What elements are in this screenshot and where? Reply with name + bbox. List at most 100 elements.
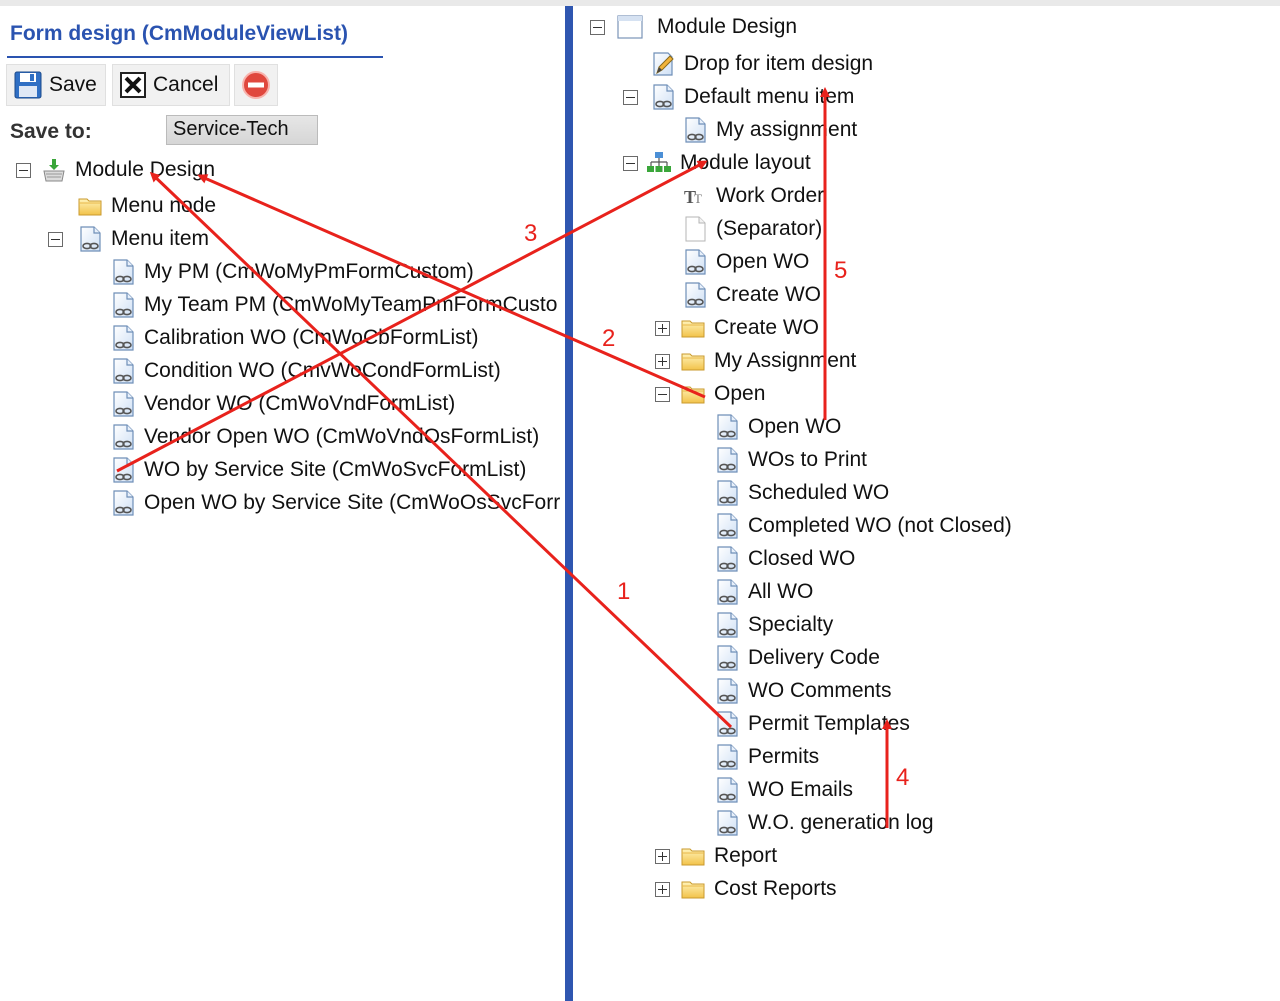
page-link-icon <box>682 249 708 275</box>
tree-node-label: Drop for item design <box>684 52 874 75</box>
tree-node-module-design[interactable]: Module Design <box>590 12 797 42</box>
pane-divider[interactable] <box>565 6 573 1001</box>
cancel-button[interactable]: Cancel <box>112 64 230 106</box>
tree-node-module-layout[interactable]: Module layout <box>623 148 811 178</box>
text-tt-icon <box>682 183 708 209</box>
tree-folder-cost-reports[interactable]: Cost Reports <box>655 874 837 904</box>
page-link-icon <box>714 579 740 605</box>
folder-icon <box>680 843 706 869</box>
pencil-edit-icon <box>650 51 676 77</box>
tree-leaf[interactable]: Calibration WO (CmWoCbFormList) <box>110 323 479 353</box>
tree-leaf[interactable]: My PM (CmWoMyPmFormCustom) <box>110 257 474 287</box>
tree-folder-open[interactable]: Open <box>655 379 765 409</box>
tree-node-label: Report <box>714 844 778 867</box>
page-link-icon <box>714 447 740 473</box>
tree-leaf[interactable]: Scheduled WO <box>714 478 889 508</box>
tree-node-drop-item[interactable]: Drop for item design <box>650 49 873 79</box>
tree-leaf[interactable]: WOs to Print <box>714 445 867 475</box>
tree-node-label: Create WO <box>714 316 820 339</box>
tree-leaf[interactable]: Vendor WO (CmWoVndFormList) <box>110 389 455 419</box>
tree-node-default-menu-item[interactable]: Default menu item <box>623 82 854 112</box>
tree-folder-report[interactable]: Report <box>655 841 777 871</box>
collapse-toggle[interactable] <box>16 162 31 178</box>
tree-leaf-label: My Team PM (CmWoMyTeamPmFormCusto <box>144 293 558 316</box>
tree-leaf-label: Permits <box>748 745 820 768</box>
tree-leaf[interactable]: Closed WO <box>714 544 855 574</box>
folder-icon <box>77 193 103 219</box>
tree-node-label: Default menu item <box>684 85 855 108</box>
save-label: Save <box>49 73 97 96</box>
tree-leaf[interactable]: Delivery Code <box>714 643 880 673</box>
top-strip <box>0 0 1280 6</box>
tree-leaf-label: Open WO by Service Site (CmWoOsSvcForr <box>144 491 561 514</box>
collapse-toggle[interactable] <box>623 89 638 105</box>
tree-leaf-label: Open WO <box>716 250 810 273</box>
tree-leaf-label: Vendor Open WO (CmWoVndOsFormList) <box>144 425 540 448</box>
expand-toggle[interactable] <box>655 320 670 336</box>
tree-leaf[interactable]: Create WO <box>682 280 821 310</box>
tree-leaf[interactable]: W.O. generation log <box>714 808 934 838</box>
tree-node-menu-node[interactable]: Menu node <box>77 191 216 221</box>
form-design-pane: Form design (CmModuleViewList) Save Canc… <box>0 6 565 1001</box>
page-link-icon <box>714 546 740 572</box>
toolbar: Save Cancel <box>6 64 278 110</box>
folder-icon <box>680 381 706 407</box>
tree-leaf-label: Open WO <box>748 415 842 438</box>
tree-leaf[interactable]: Permits <box>714 742 819 772</box>
tree-leaf[interactable]: WO Emails <box>714 775 853 805</box>
tree-node-menu-item[interactable]: Menu item <box>48 224 209 254</box>
tree-leaf[interactable]: Open WO <box>682 247 809 277</box>
cancel-label: Cancel <box>153 73 219 96</box>
tree-folder-my-assignment[interactable]: My Assignment <box>655 346 856 376</box>
tree-leaf-label: Calibration WO (CmWoCbFormList) <box>144 326 479 349</box>
tree-leaf[interactable]: Condition WO (CmvWoCondFormList) <box>110 356 501 386</box>
tree-leaf[interactable]: My assignment <box>682 115 857 145</box>
folder-icon <box>680 348 706 374</box>
tree-folder-create-wo[interactable]: Create WO <box>655 313 819 343</box>
collapse-toggle[interactable] <box>623 155 638 171</box>
expand-toggle[interactable] <box>655 848 670 864</box>
expand-toggle[interactable] <box>655 881 670 897</box>
tree-leaf-label: Work Order <box>716 184 825 207</box>
tree-leaf-label: WO Comments <box>748 679 892 702</box>
collapse-toggle[interactable] <box>590 19 605 35</box>
save-button[interactable]: Save <box>6 64 106 106</box>
page-link-icon <box>650 84 676 110</box>
tree-leaf[interactable]: Permit Templates <box>714 709 910 739</box>
page-link-icon <box>714 414 740 440</box>
tree-leaf[interactable]: My Team PM (CmWoMyTeamPmFormCusto <box>110 290 557 320</box>
tree-leaf-label: Scheduled WO <box>748 481 890 504</box>
folder-icon <box>680 876 706 902</box>
tree-node-label: Cost Reports <box>714 877 837 900</box>
tree-leaf[interactable]: Open WO by Service Site (CmWoOsSvcForr <box>110 488 560 518</box>
tree-node-label: Module layout <box>680 151 811 174</box>
collapse-toggle[interactable] <box>655 386 670 402</box>
folder-icon <box>680 315 706 341</box>
save-to-field[interactable]: Service-Tech <box>166 115 318 145</box>
tree-leaf[interactable]: Specialty <box>714 610 833 640</box>
tree-node-module-design[interactable]: Module Design <box>16 155 215 185</box>
page-link-icon <box>682 117 708 143</box>
tree-leaf[interactable]: WO Comments <box>714 676 892 706</box>
tree-leaf[interactable]: Work Order <box>682 181 824 211</box>
tree-leaf[interactable]: (Separator) <box>682 214 822 244</box>
tree-leaf[interactable]: Vendor Open WO (CmWoVndOsFormList) <box>110 422 539 452</box>
expand-toggle[interactable] <box>655 353 670 369</box>
tree-leaf[interactable]: Open WO <box>714 412 841 442</box>
tree-leaf[interactable]: Completed WO (not Closed) <box>714 511 1012 541</box>
tree-leaf-label: My PM (CmWoMyPmFormCustom) <box>144 260 474 283</box>
annotation-number: 2 <box>602 325 616 352</box>
tree-leaf[interactable]: All WO <box>714 577 813 607</box>
red-minus-circle-icon <box>242 71 270 99</box>
page-link-icon <box>714 711 740 737</box>
basket-download-icon <box>41 157 67 183</box>
tree-leaf[interactable]: WO by Service Site (CmWoSvcFormList) <box>110 455 526 485</box>
collapse-toggle[interactable] <box>48 231 63 247</box>
tree-leaf-label: Specialty <box>748 613 834 636</box>
annotation-number: 3 <box>524 220 538 247</box>
page-link-icon <box>110 358 136 384</box>
page-link-icon <box>110 325 136 351</box>
tree-leaf-label: Closed WO <box>748 547 856 570</box>
delete-button[interactable] <box>234 64 278 106</box>
page-link-icon <box>714 513 740 539</box>
